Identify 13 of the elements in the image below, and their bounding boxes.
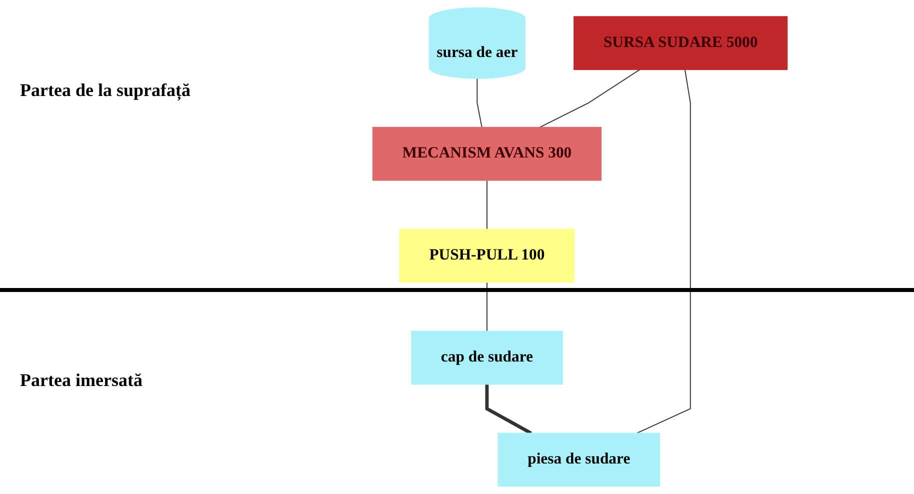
node-box: piesa de sudare (498, 432, 660, 487)
node-box: MECANISM AVANS 300 (372, 126, 602, 181)
section-label: Partea de la suprafață (20, 80, 190, 101)
connector (539, 69, 640, 128)
node-box: PUSH-PULL 100 (399, 228, 575, 283)
node-box: cap de sudare (411, 330, 563, 385)
connector (476, 78, 482, 128)
node-box: SURSA SUDARE 5000 (574, 16, 788, 70)
connector (486, 180, 488, 230)
section-label: Partea imersată (20, 370, 142, 391)
connector (485, 384, 532, 435)
connector (636, 69, 691, 434)
connector (486, 282, 488, 332)
